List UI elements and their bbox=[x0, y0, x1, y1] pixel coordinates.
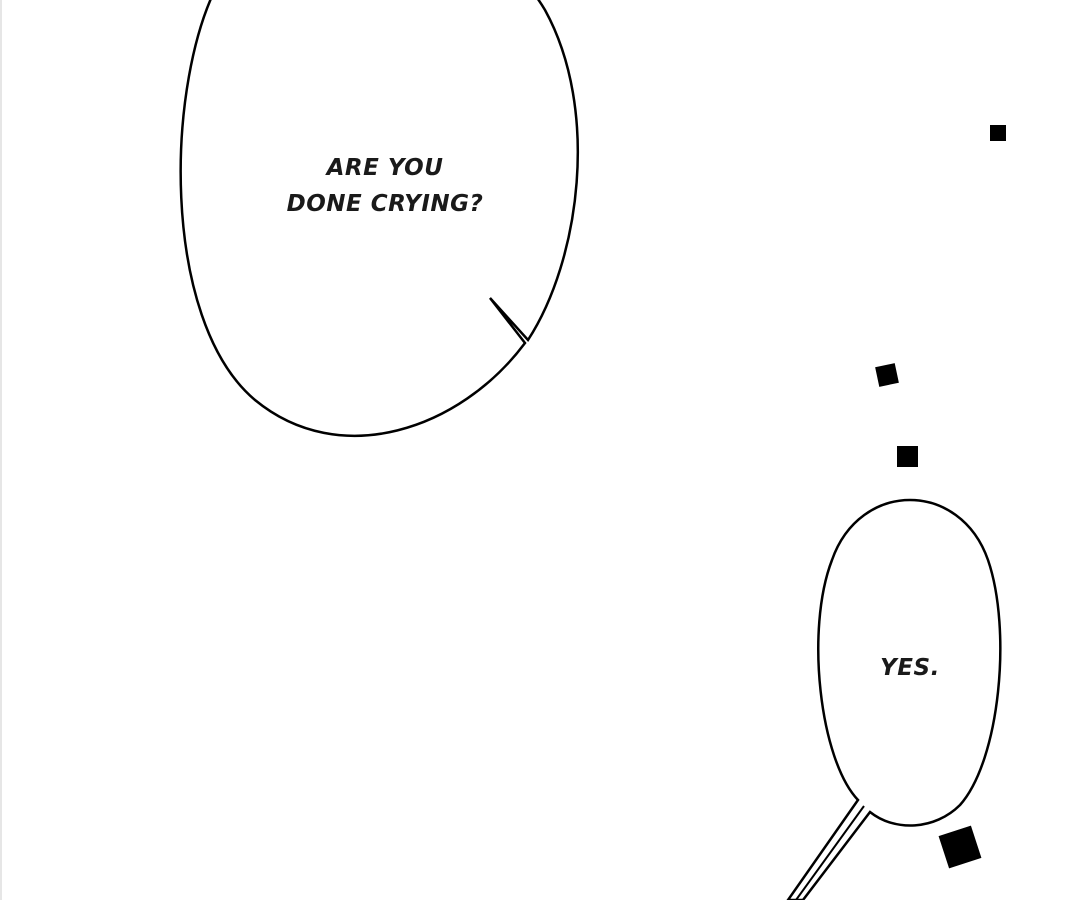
ellipsis-square-2 bbox=[875, 363, 899, 387]
ellipsis-square-1 bbox=[990, 125, 1006, 141]
panel-edge-line bbox=[0, 0, 2, 900]
speech-bubble-1 bbox=[179, 0, 580, 437]
speech-bubble-2-text: YES. bbox=[840, 650, 980, 686]
speech-line: YES. bbox=[880, 655, 940, 681]
speech-bubble-2-tail-line bbox=[795, 805, 865, 900]
ellipsis-square-3 bbox=[897, 446, 918, 467]
speech-bubble-1-text: ARE YOU DONE CRYING? bbox=[250, 150, 520, 222]
speech-bubble-2 bbox=[786, 498, 1002, 900]
speech-line: DONE CRYING? bbox=[286, 191, 484, 217]
speech-line: ARE YOU bbox=[326, 155, 444, 181]
ellipsis-square-4 bbox=[938, 825, 982, 869]
